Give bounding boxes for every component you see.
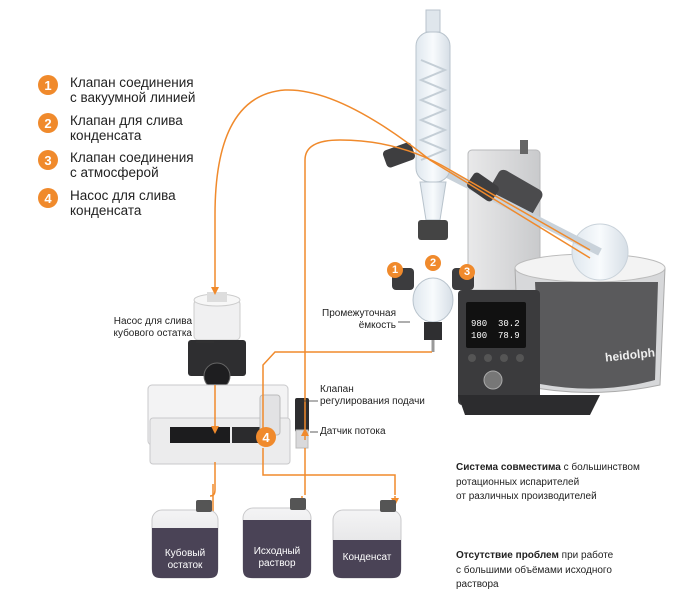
note-compatibility: Система совместима с большинством ротаци… — [456, 462, 640, 502]
screen-value-4: 78.9 — [498, 331, 520, 341]
note-no-problems: Отсутствие проблем при работе с большими… — [456, 550, 614, 590]
rotary-evaporator — [418, 140, 666, 415]
screen-value-3: 100 — [471, 331, 488, 341]
legend-line: с атмосферой — [70, 165, 159, 180]
container-label-condensate: Конденсат — [342, 552, 392, 563]
screen-value-1: 980 — [471, 319, 488, 329]
label-flow-sensor: Датчик потока — [320, 426, 386, 437]
canister-feed — [242, 498, 312, 579]
legend-line: Клапан для слива — [70, 113, 183, 128]
legend-badge-3: 3 — [38, 150, 58, 170]
legend-line: конденсата — [70, 128, 142, 143]
pump-controller-unit — [147, 292, 309, 465]
legend-badge-2: 2 — [38, 113, 58, 133]
legend-line: конденсата — [70, 203, 142, 218]
legend-line: Насос для слива — [70, 188, 176, 203]
canister-bottoms — [151, 500, 219, 579]
legend-line: Клапан соединения — [70, 75, 194, 90]
badge-valve-3: 3 — [459, 264, 475, 280]
badge-pump-4: 4 — [256, 427, 276, 447]
badge-valve-2: 2 — [425, 255, 441, 271]
legend-line: с вакуумной линией — [70, 90, 196, 105]
label-leaders — [196, 321, 410, 433]
legend-badge-1: 1 — [38, 75, 58, 95]
legend-badge-4: 4 — [38, 188, 58, 208]
tubing — [209, 89, 591, 520]
canister-condensate — [332, 500, 402, 579]
badge-valve-1: 1 — [387, 262, 403, 278]
screen-value-2: 30.2 — [498, 319, 520, 329]
legend-line: Клапан соединения — [70, 150, 194, 165]
controller-screen: 980 30.2 100 78.9 — [468, 305, 524, 345]
